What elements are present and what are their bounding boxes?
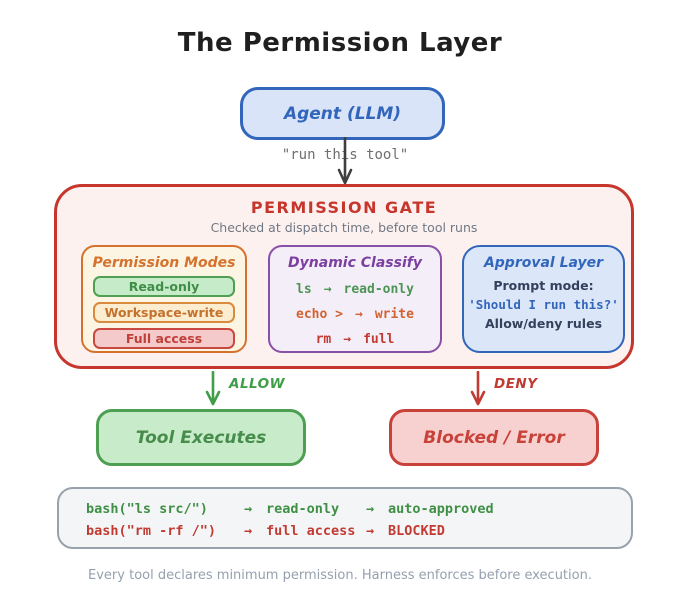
rule-cmd: ls xyxy=(296,282,312,297)
tool-executes-node: Tool Executes xyxy=(96,409,306,466)
example-result: auto-approved xyxy=(388,501,494,517)
rule-arrow-icon: → xyxy=(323,282,332,297)
example-arrow-icon: → xyxy=(244,523,253,539)
rule-result: full xyxy=(363,332,395,347)
allow-branch-label: ALLOW xyxy=(229,376,286,392)
mode-workspace-write-label: Workspace-write xyxy=(104,305,224,320)
permission-gate: PERMISSION GATE Checked at dispatch time… xyxy=(54,184,634,369)
classify-rules: ls → read-only echo > → write rm → full xyxy=(270,277,440,352)
approval-rules: Allow/deny rules xyxy=(484,316,603,331)
tool-executes-label: Tool Executes xyxy=(135,427,267,448)
example-cmd: bash("ls src/") xyxy=(86,501,208,517)
example-result: BLOCKED xyxy=(388,523,445,539)
example-arrow-icon: → xyxy=(366,501,375,517)
examples-box: bash("ls src/") → read-only → auto-appro… xyxy=(57,487,633,549)
mode-read-only: Read-only xyxy=(93,276,235,297)
example-permission: full access xyxy=(266,523,356,539)
gate-subtitle: Checked at dispatch time, before tool ru… xyxy=(210,220,478,235)
agent-label: Agent (LLM) xyxy=(283,103,402,124)
dispatch-arrow-icon xyxy=(337,137,353,185)
footer-note: Every tool declares minimum permission. … xyxy=(88,568,592,583)
permission-modes-title: Permission Modes xyxy=(92,255,236,271)
mode-full-access: Full access xyxy=(93,328,235,349)
approval-prompt-mode: Prompt mode: xyxy=(493,278,594,293)
example-cmd: bash("rm -rf /") xyxy=(86,523,217,539)
deny-arrow-icon xyxy=(470,371,486,406)
rule-result: read-only xyxy=(343,282,414,297)
blocked-error-label: Blocked / Error xyxy=(423,427,565,448)
rule-arrow-icon: → xyxy=(343,332,352,347)
allow-arrow-icon xyxy=(205,371,221,406)
rule-arrow-icon: → xyxy=(355,307,363,322)
deny-branch-label: DENY xyxy=(494,376,538,392)
approval-layer-title: Approval Layer xyxy=(483,255,604,271)
classify-rule-echo: echo > → write xyxy=(270,302,440,327)
mode-read-only-label: Read-only xyxy=(128,279,200,294)
diagram-title: The Permission Layer xyxy=(177,28,503,58)
example-permission: read-only xyxy=(266,501,340,517)
example-row-blocked: bash("rm -rf /") → full access → BLOCKED xyxy=(86,520,631,542)
blocked-error-node: Blocked / Error xyxy=(389,409,599,466)
dynamic-classify-box: Dynamic Classify ls → read-only echo > →… xyxy=(268,245,442,353)
dynamic-classify-title: Dynamic Classify xyxy=(288,255,422,271)
classify-rule-rm: rm → full xyxy=(270,327,440,352)
rule-result: write xyxy=(374,307,414,322)
rule-cmd: echo > xyxy=(296,307,343,322)
example-arrow-icon: → xyxy=(366,523,375,539)
rule-cmd: rm xyxy=(315,332,332,347)
mode-full-access-label: Full access xyxy=(125,331,203,346)
example-row-allowed: bash("ls src/") → read-only → auto-appro… xyxy=(86,498,631,520)
gate-title: PERMISSION GATE xyxy=(250,198,438,217)
example-arrow-icon: → xyxy=(244,501,253,517)
permission-modes-box: Permission Modes Read-only Workspace-wri… xyxy=(81,245,247,353)
agent-node: Agent (LLM) xyxy=(240,87,445,140)
mode-workspace-write: Workspace-write xyxy=(93,302,235,323)
approval-layer-box: Approval Layer Prompt mode: 'Should I ru… xyxy=(462,245,625,353)
approval-prompt-question: 'Should I run this?' xyxy=(468,297,619,312)
classify-rule-ls: ls → read-only xyxy=(270,277,440,302)
